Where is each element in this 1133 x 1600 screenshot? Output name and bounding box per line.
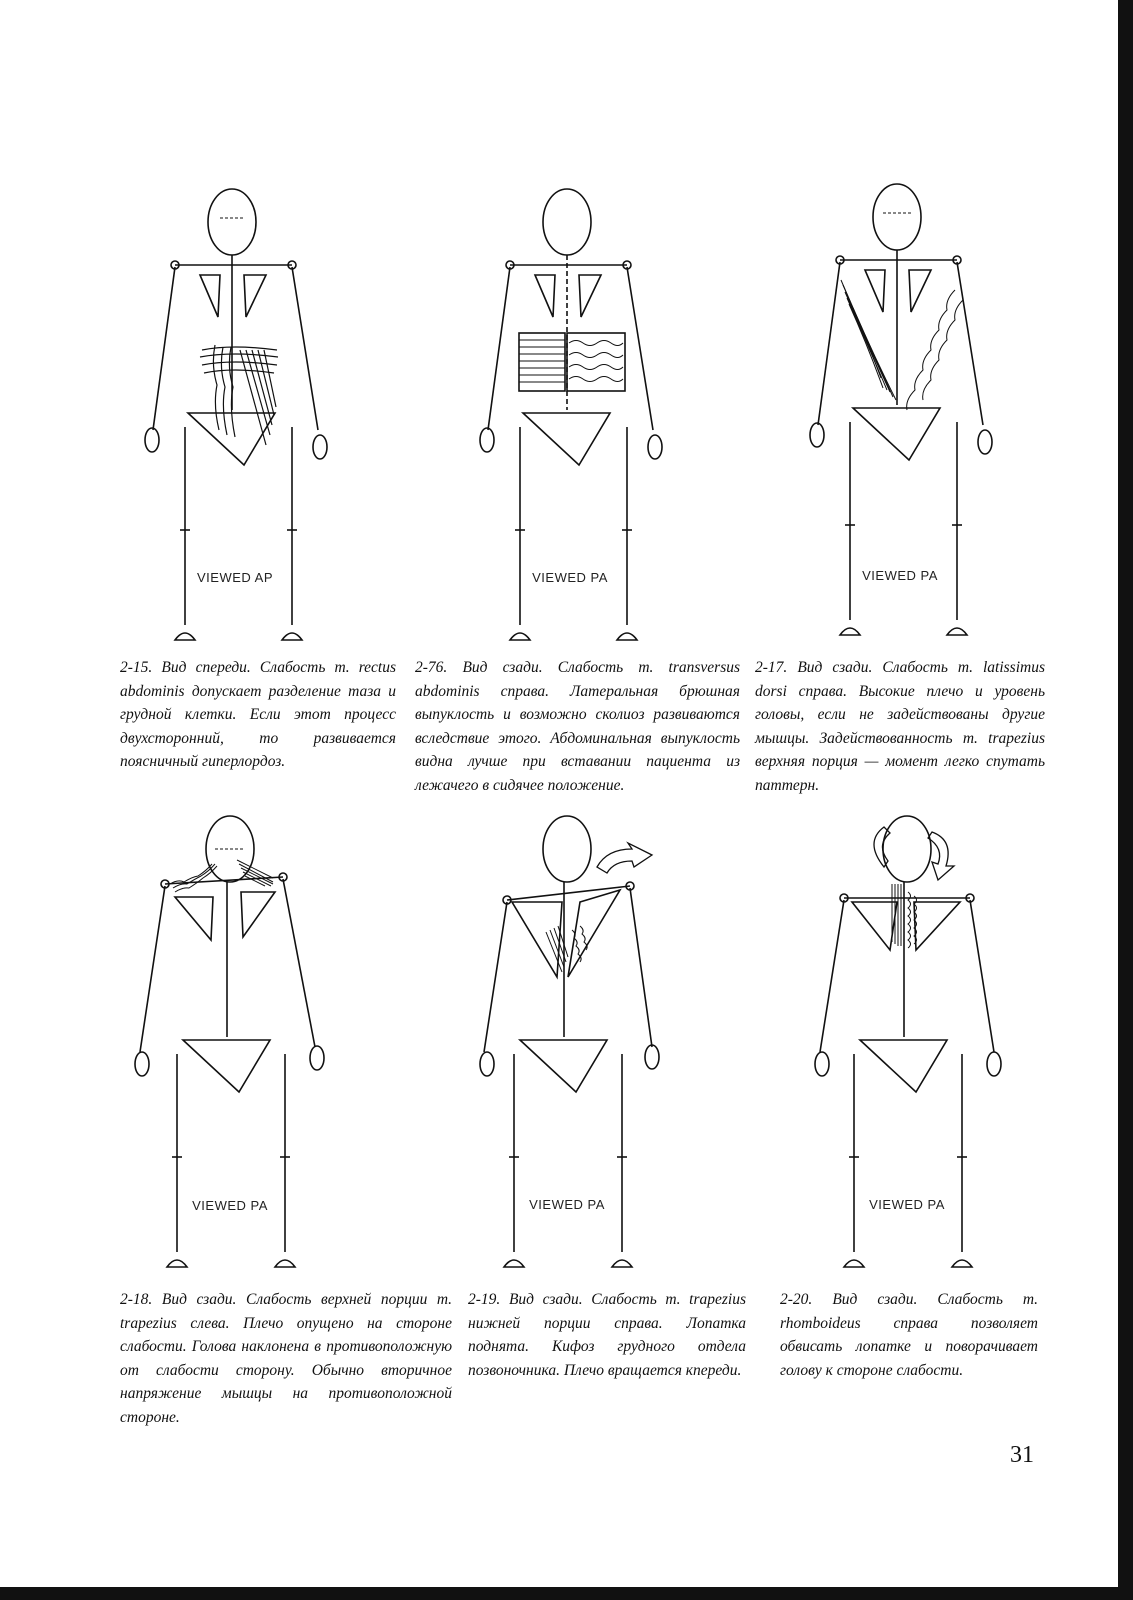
figure-2-20-view-label: VIEWED PA [792,1197,1022,1212]
figure-2-15-view-label: VIEWED AP [120,570,350,585]
caption-number: 2-18. [120,1291,152,1308]
page-edge-bottom [0,1587,1133,1600]
caption-2-15: 2-15. Вид спереди. Слабость m. rectus ab… [120,656,396,774]
caption-number: 2-20. [780,1291,812,1308]
page-number: 31 [1010,1442,1034,1469]
caption-text: Вид сзади. Слабость верхней порции m. tr… [120,1291,452,1426]
caption-number: 2-19. [468,1291,500,1308]
caption-2-20: 2-20. Вид сзади. Слабость m. rhomboideus… [780,1288,1038,1382]
caption-text: Вид спереди. Слабость m. rectus abdomini… [120,659,396,770]
caption-2-17: 2-17. Вид сзади. Слабость m. latissimus … [755,656,1045,797]
page-edge-right [1118,0,1133,1600]
caption-number: 2-76. [415,659,447,676]
figure-2-18-view-label: VIEWED PA [115,1198,345,1213]
caption-text: Вид сзади. Слабость m. latissimus dorsi … [755,659,1045,794]
caption-number: 2-15. [120,659,152,676]
figure-2-19-view-label: VIEWED PA [452,1197,682,1212]
caption-2-16: 2-76. Вид сзади. Слабость m. transversus… [415,656,740,797]
figure-2-16-view-label: VIEWED PA [455,570,685,585]
caption-text: Вид сзади. Слабость m. transversus abdom… [415,659,740,794]
figure-2-17-view-label: VIEWED PA [785,568,1015,583]
caption-text: Вид сзади. Слабость m. trapezius нижней … [468,1291,746,1379]
caption-number: 2-17. [755,659,787,676]
caption-2-18: 2-18. Вид сзади. Слабость верхней порции… [120,1288,452,1429]
caption-2-19: 2-19. Вид сзади. Слабость m. trapezius н… [468,1288,746,1382]
caption-text: Вид сзади. Слабость m. rhomboideus справ… [780,1291,1038,1379]
